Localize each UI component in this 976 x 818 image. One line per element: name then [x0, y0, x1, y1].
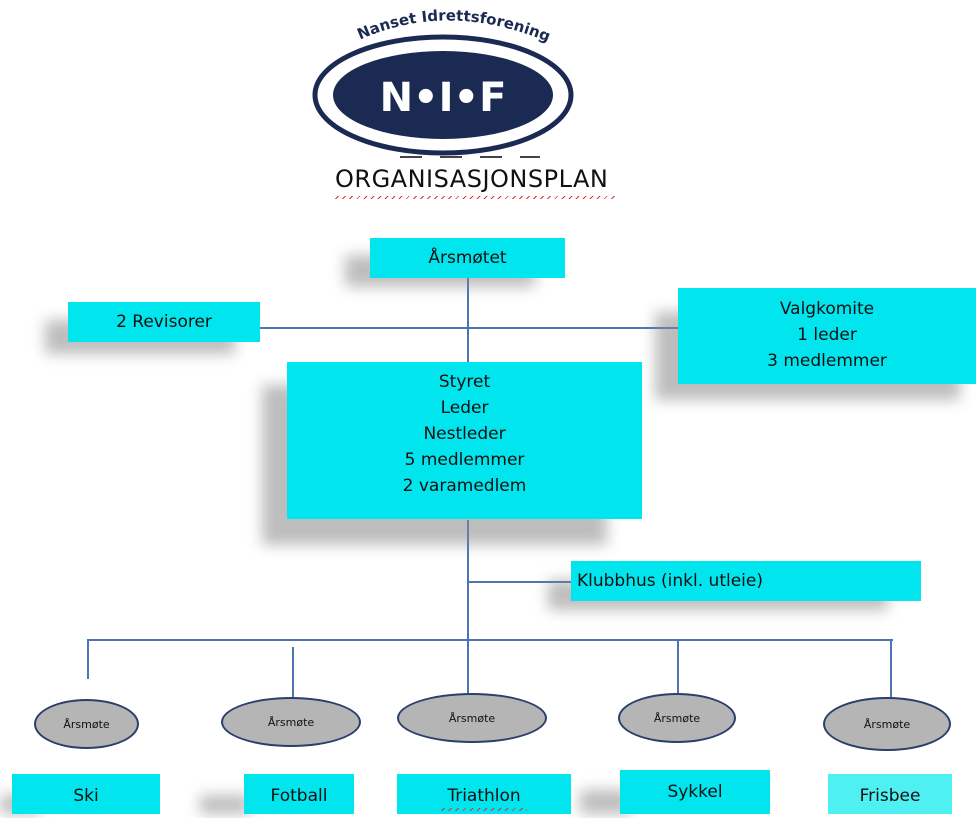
- group-name: Fotball: [270, 786, 328, 806]
- shadow: [200, 795, 250, 814]
- revisorer-box: 2 Revisorer: [68, 302, 260, 342]
- styret-line: Nestleder: [423, 424, 506, 444]
- group-box-fotball: Fotball: [244, 774, 354, 814]
- valgkomite-line: 1 leder: [797, 325, 857, 345]
- logo-org-name: Nanset Idrettsforening: [355, 6, 554, 45]
- group-meeting-label: Årsmøte: [448, 711, 496, 725]
- connector-styret-down: [467, 520, 469, 640]
- klubbhus-box: Klubbhus (inkl. utleie): [571, 561, 921, 601]
- group-meeting-label: Årsmøte: [653, 711, 701, 725]
- group-meeting-ellipse: Årsmøte: [34, 699, 139, 749]
- revisorer-label: 2 Revisorer: [116, 312, 212, 332]
- connector-fotball: [292, 647, 294, 697]
- connector-triathlon: [467, 639, 469, 693]
- group-meeting-ellipse: Årsmøte: [221, 697, 361, 747]
- styret-line: 2 varamedlem: [402, 476, 527, 496]
- klubbhus-label: Klubbhus (inkl. utleie): [577, 571, 763, 591]
- connector-ski: [87, 639, 89, 679]
- group-name: Ski: [73, 786, 99, 806]
- styret-line: Styret: [438, 372, 491, 392]
- connector-klubbhus: [469, 581, 571, 583]
- group-box-ski: Ski: [12, 774, 160, 814]
- connector-top-to-styret: [467, 277, 469, 363]
- group-meeting-ellipse: Årsmøte: [823, 697, 951, 751]
- spellcheck-underline: [441, 808, 527, 811]
- group-meeting-label: Årsmøte: [267, 715, 315, 729]
- connector-sykkel: [677, 641, 679, 693]
- group-meeting-ellipse: Årsmøte: [397, 693, 547, 743]
- group-box-sykkel: Sykkel: [620, 770, 770, 814]
- group-meeting-ellipse: Årsmøte: [618, 693, 736, 743]
- page-title: ORGANISASJONSPLAN: [335, 165, 609, 193]
- valgkomite-line: 3 medlemmer: [767, 351, 887, 371]
- connector-groups-horizontal: [87, 639, 893, 641]
- styret-box: Styret Leder Nestleder 5 medlemmer 2 var…: [287, 362, 642, 519]
- connector-frisbee: [890, 641, 892, 697]
- group-meeting-label: Årsmøte: [63, 717, 110, 731]
- svg-text:Nanset Idrettsforening: Nanset Idrettsforening: [355, 6, 554, 45]
- valgkomite-box: Valgkomite 1 leder 3 medlemmer: [678, 288, 976, 384]
- logo-mark: N•I•F: [380, 75, 507, 121]
- group-meeting-label: Årsmøte: [863, 717, 911, 731]
- club-logo: Nanset Idrettsforening N•I•F: [305, 5, 590, 165]
- group-name: Frisbee: [859, 786, 921, 806]
- styret-line: Leder: [440, 398, 489, 418]
- valgkomite-line: Valgkomite: [779, 299, 875, 319]
- group-name: Sykkel: [667, 782, 723, 802]
- arsmotet-label: Årsmøtet: [428, 248, 507, 268]
- group-box-triathlon: Triathlon: [397, 774, 571, 814]
- group-name: Triathlon: [447, 786, 521, 806]
- group-box-frisbee: Frisbee: [828, 774, 952, 814]
- connector-revisor-valgkomite: [260, 327, 680, 329]
- styret-line: 5 medlemmer: [404, 450, 525, 470]
- arsmotet-box: Årsmøtet: [370, 238, 565, 278]
- spellcheck-underline: [335, 196, 615, 199]
